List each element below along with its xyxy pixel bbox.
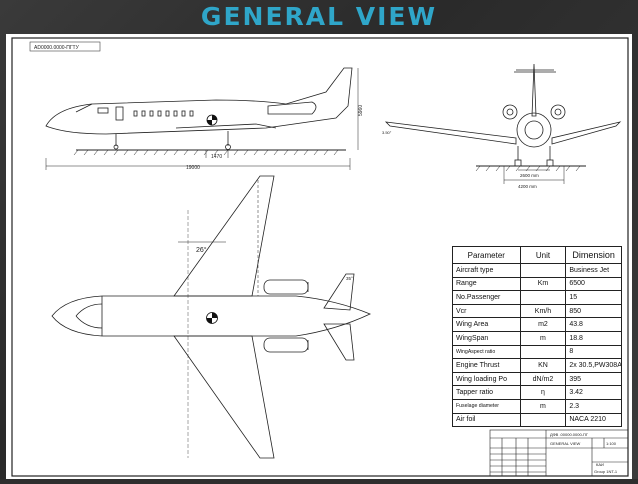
side-height-dim: 5960: [358, 105, 364, 116]
table-cell: m2: [521, 318, 567, 331]
table-cell: m: [521, 399, 567, 413]
plan-sweep-dim: 26°: [196, 246, 207, 254]
table-cell: KN: [521, 359, 567, 372]
plan-upper-engine: [263, 279, 309, 295]
side-gear-dim: 1470: [211, 154, 222, 160]
table-cell: NACA 2210: [566, 413, 622, 427]
table-cell: 43.8: [566, 318, 622, 331]
table-cell: 8: [566, 345, 622, 359]
title-block-code: ДФВ .00000.0000-ПГ: [550, 432, 589, 437]
table-cell: 2x 30.5,PW308A: [566, 359, 622, 372]
table-cell: Engine Thrust: [453, 359, 521, 372]
table-cell: Wing loading Po: [453, 372, 521, 386]
front-track-dim: 2600 mm: [520, 173, 539, 178]
side-length-dim: 19000: [186, 165, 200, 171]
side-cg-symbol: [206, 114, 218, 126]
plan-lower-tail: [323, 323, 355, 361]
table-cell: Aircraft type: [453, 264, 521, 277]
front-dihedral-dim: 3.50°: [382, 130, 392, 135]
table-cell: 850: [566, 304, 622, 318]
title-block-scale: 1:100: [606, 441, 617, 446]
title-block-org: КАИ: [596, 462, 604, 467]
table-cell: WingSpan: [453, 331, 521, 345]
table-header-cell: Unit: [521, 247, 567, 263]
plan-tail-sweep-dim: 35°: [346, 276, 353, 281]
table-row: Aircraft type Business Jet: [452, 264, 622, 278]
table-cell: Km/h: [521, 304, 567, 318]
side-windows: [115, 106, 194, 121]
table-cell: η: [521, 386, 567, 399]
table-row: WingAspect ratio 8: [452, 345, 622, 360]
table-cell: [521, 413, 567, 427]
drawing-border: [11, 37, 629, 477]
title-block-name: GENERAL VIEW: [550, 441, 581, 446]
table-cell: m: [521, 331, 567, 345]
table-cell: Fuselage diameter: [453, 399, 521, 413]
drawing-sheet: AD0000.0000-ПГТУ: [6, 34, 632, 479]
plan-upper-tail: [323, 273, 355, 311]
table-cell: WingAspect ratio: [453, 345, 521, 359]
stamp-text: AD0000.0000-ПГТУ: [34, 45, 80, 51]
table-cell: [521, 345, 567, 359]
table-cell: 15: [566, 291, 622, 304]
table-row: Air foil NACA 2210: [452, 413, 622, 428]
table-cell: Vcr: [453, 304, 521, 318]
table-cell: Business Jet: [566, 264, 622, 277]
table-header-cell: Dimension: [566, 247, 622, 263]
plan-fuselage: [51, 295, 371, 337]
plan-view: [51, 175, 371, 459]
table-cell: Wing Area: [453, 318, 521, 331]
slide-title: GENERAL VIEW: [200, 2, 438, 31]
side-view: [45, 67, 359, 170]
front-view: [384, 63, 622, 184]
table-cell: 6500: [566, 277, 622, 291]
table-cell: Air foil: [453, 413, 521, 427]
plan-lower-wing: [173, 335, 275, 459]
side-fuselage: [45, 67, 353, 135]
title-block: [489, 429, 629, 477]
plan-cg-symbol: [206, 312, 218, 324]
table-row: No.Passenger 15: [452, 291, 622, 305]
plan-lower-engine: [263, 337, 309, 353]
title-block-group: Group 1NT-1: [594, 469, 618, 474]
plan-upper-wing: [173, 175, 275, 297]
table-cell: [521, 291, 567, 304]
table-cell: No.Passenger: [453, 291, 521, 304]
stamp-box: [29, 41, 101, 52]
front-right-wing: [551, 121, 622, 145]
table-cell: 2.3: [566, 399, 622, 413]
general-view-drawing: AD0000.0000-ПГТУ: [11, 37, 629, 477]
table-cell: 18.8: [566, 331, 622, 345]
table-cell: Km: [521, 277, 567, 291]
table-cell: [521, 264, 567, 277]
side-engine: [267, 101, 317, 115]
table-cell: 395: [566, 372, 622, 386]
table-cell: Range: [453, 277, 521, 291]
table-header-cell: Parameter: [453, 247, 521, 263]
front-left-wing: [384, 121, 517, 145]
table-cell: dN/m2: [521, 372, 567, 386]
table-cell: Tapper ratio: [453, 386, 521, 399]
front-span-dim: 4200 mm: [518, 184, 537, 189]
front-fuselage: [516, 112, 552, 148]
table-cell: 3.42: [566, 386, 622, 399]
